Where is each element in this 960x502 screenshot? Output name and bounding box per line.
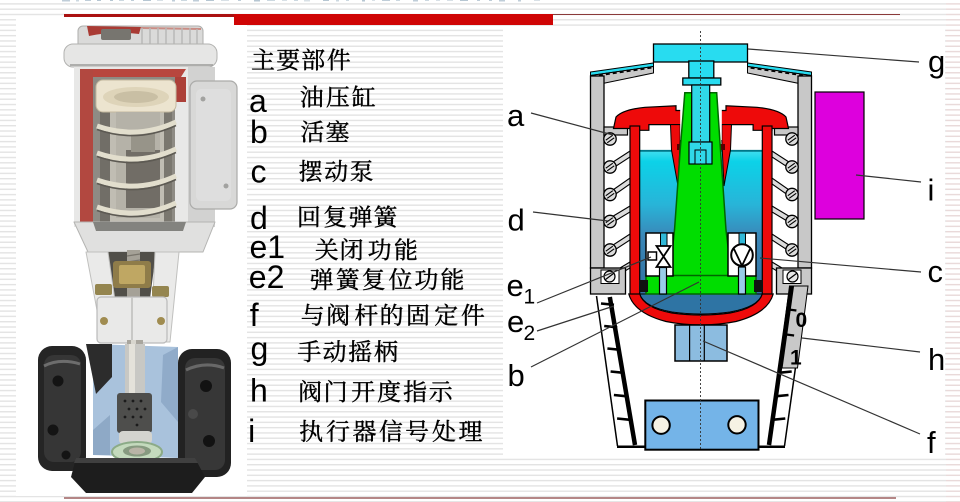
svg-text:a: a xyxy=(507,98,525,133)
svg-text:e1: e1 xyxy=(250,229,286,265)
svg-text:g: g xyxy=(251,331,269,367)
svg-text:d: d xyxy=(250,200,268,236)
svg-text:e2: e2 xyxy=(249,259,285,295)
svg-text:e: e xyxy=(507,304,524,339)
svg-text:0: 0 xyxy=(796,309,808,332)
svg-text:1: 1 xyxy=(790,347,802,370)
svg-text:h: h xyxy=(250,373,268,409)
svg-text:b: b xyxy=(508,358,525,393)
svg-text:b: b xyxy=(250,114,268,150)
svg-text:f: f xyxy=(927,425,936,460)
svg-text:1: 1 xyxy=(524,286,536,309)
svg-text:i: i xyxy=(928,172,935,207)
svg-text:2: 2 xyxy=(524,322,536,345)
svg-text:d: d xyxy=(508,203,525,238)
svg-text:c: c xyxy=(251,154,267,190)
svg-text:f: f xyxy=(250,297,259,333)
svg-text:i: i xyxy=(248,413,255,449)
svg-text:e: e xyxy=(507,268,524,303)
svg-text:g: g xyxy=(928,44,945,79)
svg-text:h: h xyxy=(928,342,945,377)
svg-text:c: c xyxy=(928,254,944,289)
svg-text:a: a xyxy=(249,83,267,119)
